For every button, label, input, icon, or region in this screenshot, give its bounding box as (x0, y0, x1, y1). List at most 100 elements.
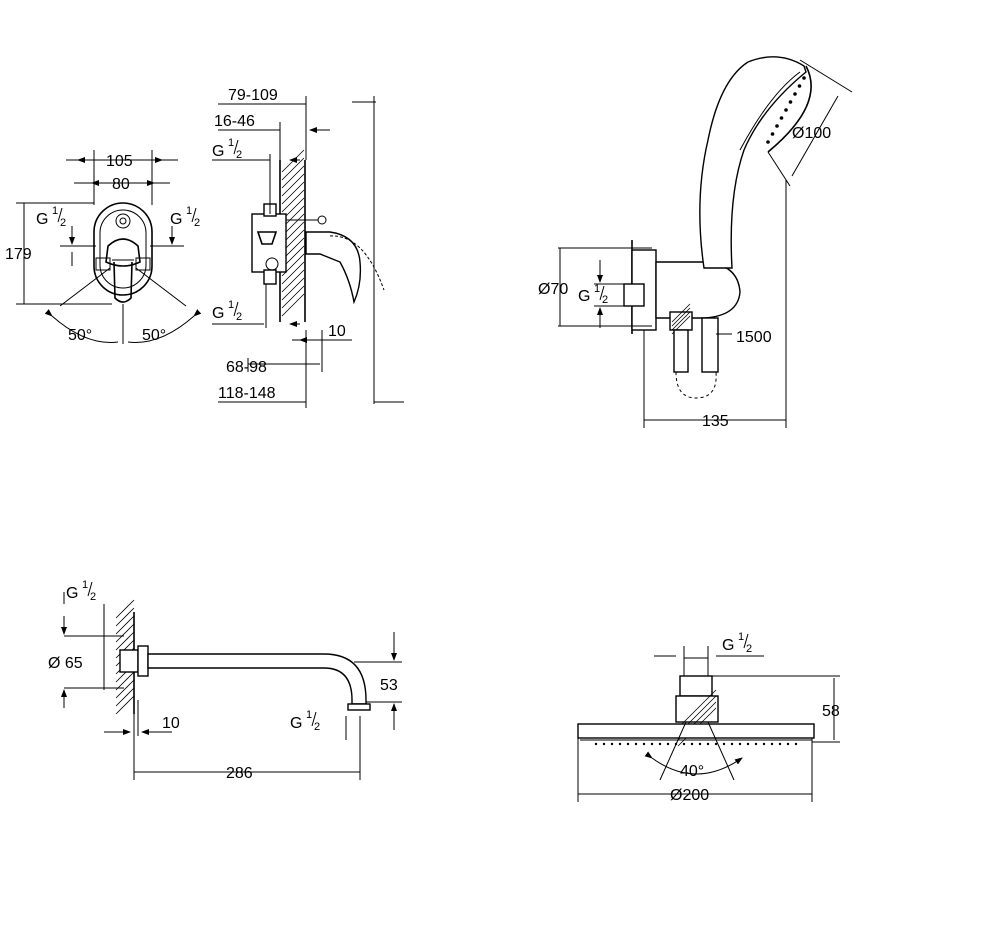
hatch-line (671, 303, 691, 323)
svg-text:1: 1 (594, 283, 600, 295)
hand-shower-view: Ø70 G 1 2 Ø100 1500 135 (538, 56, 853, 430)
nozzle-dot (658, 742, 662, 746)
nozzle-dot (602, 742, 606, 746)
hose-loop (675, 371, 717, 399)
svg-text:2: 2 (314, 721, 320, 733)
front-valve-view: 105 80 179 G 1 2 G 1 2 50° 50° (5, 150, 202, 344)
projection-length: 135 (702, 413, 729, 430)
head-shower-view: G 1 2 58 40° Ø200 (577, 631, 840, 804)
spray-dot (788, 100, 793, 104)
side-valve-view: 79-109 16-46 G 1 2 G 1 2 10 68-98 118-14… (212, 87, 404, 408)
lever-handle (105, 238, 141, 267)
head-diameter: Ø200 (670, 787, 709, 804)
arm-thread-outlet-label: G (290, 715, 302, 732)
nozzle-dot (714, 742, 718, 746)
valve-body (251, 213, 287, 273)
hatch-line (115, 639, 135, 659)
arm-flange (137, 645, 149, 677)
hatch-line (281, 157, 305, 181)
hatch-line (115, 695, 135, 715)
arm-thread-top-label: G (66, 585, 78, 602)
head-diameter: Ø100 (792, 125, 831, 142)
spray-dot (793, 92, 797, 96)
nozzle-dot (698, 742, 702, 746)
nozzle-dot (682, 742, 686, 746)
svg-text:1: 1 (186, 205, 192, 217)
hatch-line (115, 607, 135, 627)
svg-text:1: 1 (52, 205, 58, 217)
hatch-line (281, 173, 305, 197)
nozzle-dot (746, 742, 750, 746)
svg-text:1: 1 (82, 579, 88, 591)
hatch-line (115, 599, 135, 619)
nozzle-dot (738, 742, 742, 746)
thread-label: G (578, 288, 590, 305)
hand-shower-handle (699, 56, 807, 269)
svg-text:1: 1 (306, 709, 312, 721)
hatch-line (281, 181, 305, 205)
thread-top-label: G (212, 143, 224, 160)
angle-right: 50° (142, 327, 166, 344)
arm-wall-offset: 10 (162, 715, 180, 732)
nozzle-dot (722, 742, 726, 746)
hatch-line (281, 277, 305, 301)
head-shower-nut (679, 675, 713, 697)
spray-dot (775, 124, 779, 128)
hatch-line (115, 615, 135, 635)
svg-text:2: 2 (236, 311, 242, 323)
thread-left-label: G (36, 211, 48, 228)
head-shower-plate (577, 723, 815, 739)
hose-length: 1500 (736, 329, 772, 346)
spray-dot (802, 76, 806, 80)
hatch-line (115, 671, 135, 691)
shower-arm (147, 653, 367, 705)
nozzle-dot (754, 742, 758, 746)
spray-dot (784, 108, 788, 112)
hatch-line (281, 285, 305, 309)
hatch-line (281, 293, 305, 317)
arm-length: 286 (226, 765, 253, 782)
head-thread-label: G (722, 637, 734, 654)
svg-text:1: 1 (228, 137, 234, 149)
spray-dot (779, 116, 784, 120)
svg-text:2: 2 (194, 217, 200, 229)
svg-text:1: 1 (228, 299, 234, 311)
dim-range-3: 68-98 (226, 359, 267, 376)
hatch-line (281, 269, 305, 293)
nozzle-dot (650, 742, 654, 746)
nozzle-dot (786, 742, 790, 746)
nozzle-dot (610, 742, 614, 746)
nozzle-dot (618, 742, 622, 746)
spray-angle: 40° (680, 763, 704, 780)
nozzle-dot (778, 742, 782, 746)
dim-range-1: 79-109 (228, 87, 278, 104)
nozzle-dot (690, 742, 694, 746)
hatch-line (281, 261, 305, 285)
spray-face (767, 65, 812, 153)
dim-height: 179 (5, 246, 32, 263)
hatch-line (115, 687, 135, 707)
spray-dot (766, 140, 770, 144)
svg-text:2: 2 (746, 643, 752, 655)
spray-nozzles (766, 76, 806, 144)
nozzle-dot (634, 742, 638, 746)
hatch-line (115, 623, 135, 643)
dim-width-outer: 105 (106, 153, 133, 170)
hatch-line (115, 631, 135, 651)
thread-bottom-label: G (212, 305, 224, 322)
nozzle-dot (762, 742, 766, 746)
dim-offset: 10 (328, 323, 346, 340)
shower-holder (655, 261, 741, 319)
hatch-line (281, 165, 305, 189)
nozzle-dot (666, 742, 670, 746)
svg-text:2: 2 (90, 591, 96, 603)
spray-dot (770, 132, 775, 136)
lever-side (305, 231, 362, 305)
hatch-line (677, 689, 717, 729)
hatch-line (281, 189, 305, 213)
arm-flange-diameter: Ø 65 (48, 655, 83, 672)
spout-arm-view: G 1 2 Ø 65 10 G 1 2 53 286 (48, 579, 402, 782)
nozzle-dot (594, 742, 598, 746)
